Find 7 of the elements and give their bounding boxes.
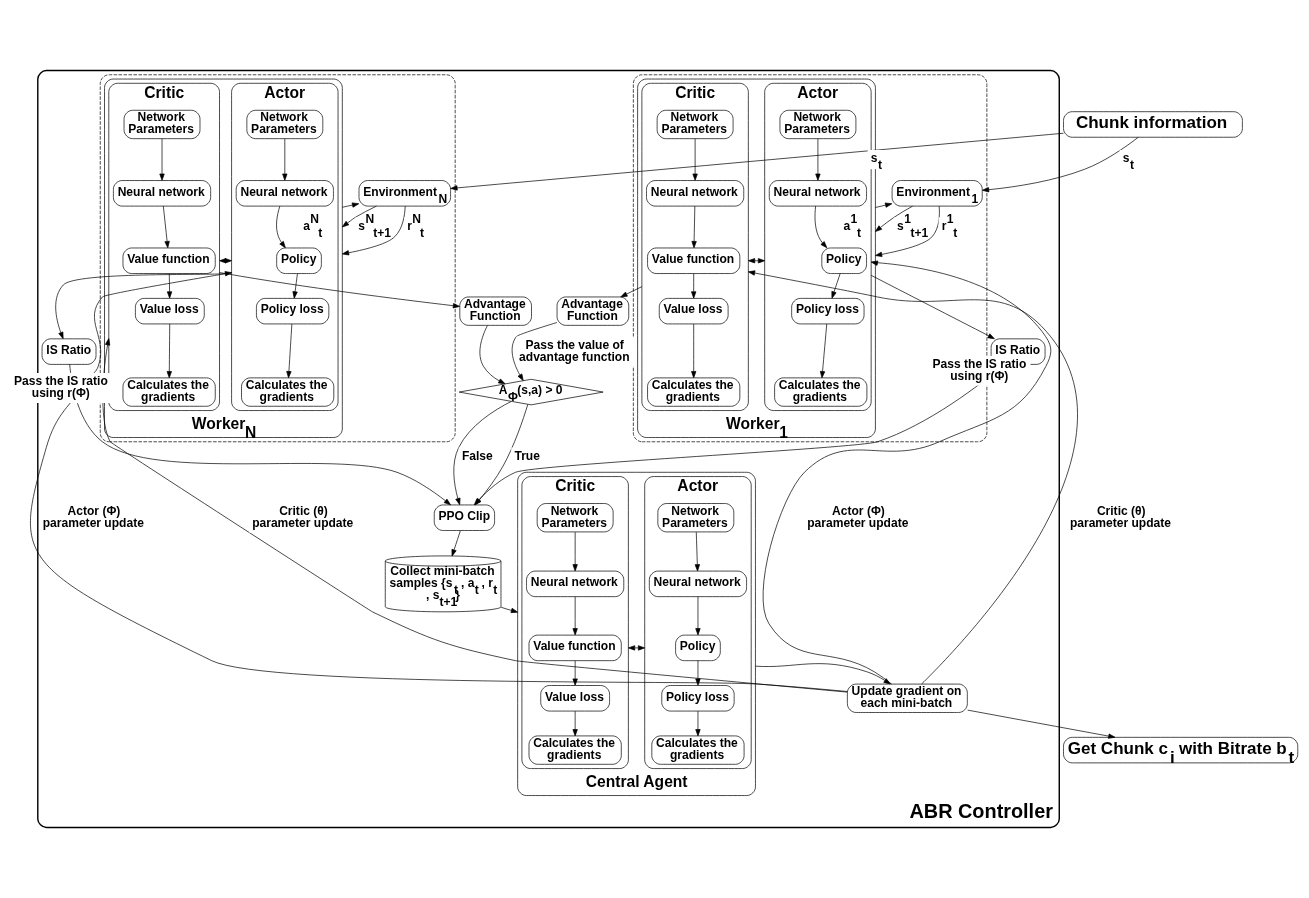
- edge-label: Actor (Φ) parameter update: [42, 503, 144, 530]
- edge-label: Actor (Φ) parameter update: [807, 503, 909, 530]
- edge-label: False: [461, 448, 493, 463]
- edge-label: Critic (θ) parameter update: [252, 503, 354, 530]
- edge-label: Pass the value of advantage function: [519, 337, 630, 364]
- edge-label: True: [514, 448, 540, 463]
- edge-label: Critic (θ) parameter update: [1069, 503, 1172, 530]
